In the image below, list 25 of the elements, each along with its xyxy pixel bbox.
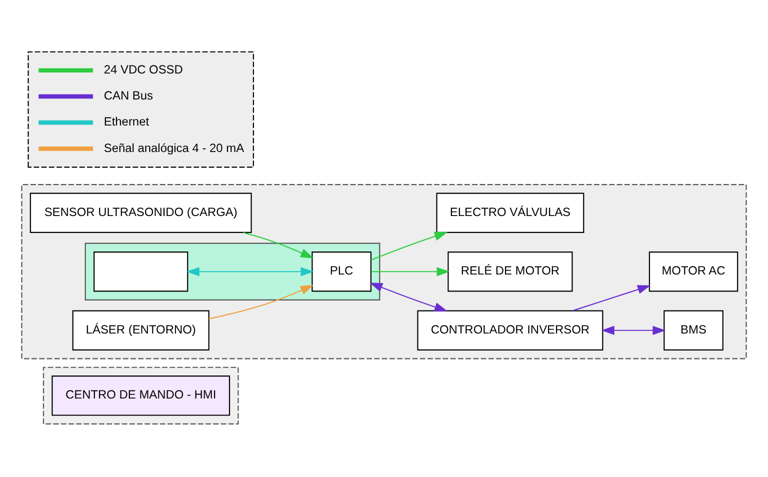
node-box: CENTRO DE MANDO - HMI [52, 375, 230, 416]
node-box: MOTOR AC [648, 251, 738, 292]
cluster [84, 242, 380, 300]
legend-label: Señal analógica 4 - 20 mA [104, 140, 244, 154]
node-box: RELÉ DE MOTOR [448, 251, 573, 292]
arrow [208, 284, 314, 319]
node-box: LÁSER (ENTORNO) [72, 310, 210, 350]
legend-label: CAN Bus [104, 88, 154, 102]
node-box: SENSOR ULTRASONIDO (CARGA) [30, 192, 252, 233]
arrow [601, 325, 666, 334]
arrow [369, 282, 448, 311]
legend-label: 24 VDC OSSD [104, 62, 183, 76]
arrow [572, 284, 651, 311]
arrow [371, 266, 450, 276]
cluster [42, 366, 239, 424]
arrow [370, 231, 448, 260]
legend-label: Ethernet [104, 114, 150, 128]
node-box [94, 251, 188, 292]
node-box: ELECTRO VÁLVULAS [436, 192, 584, 233]
node-box: PLC [312, 251, 372, 292]
node-box: BMS [664, 310, 724, 350]
node-box: CONTROLADOR INVERSOR [417, 310, 604, 350]
cluster [21, 184, 747, 359]
arrow [242, 232, 314, 258]
arrow [186, 266, 314, 276]
